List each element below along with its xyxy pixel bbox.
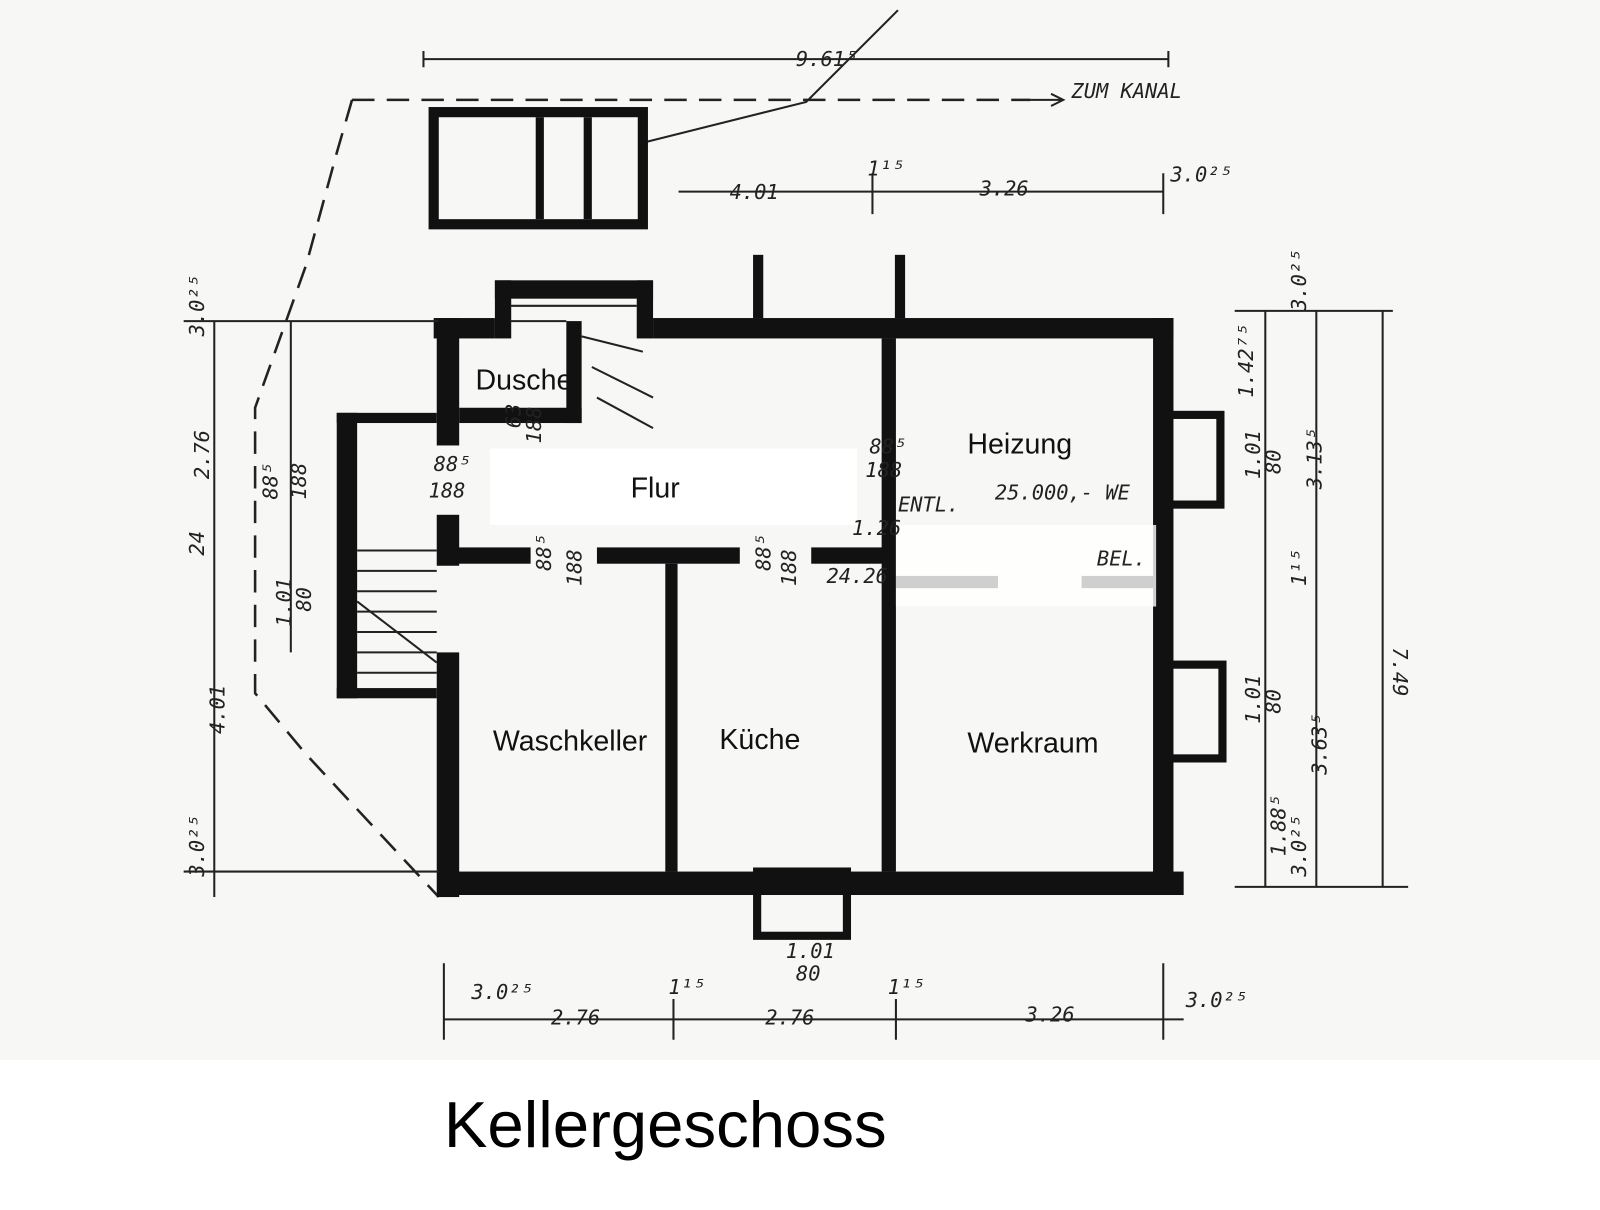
svg-text:188: 188 [429, 478, 466, 502]
svg-text:80: 80 [1262, 689, 1286, 714]
dim-top-1: 4.01 [730, 180, 779, 204]
svg-text:3.0²⁵: 3.0²⁵ [1287, 250, 1311, 312]
left-dims: 3.0²⁵ 2.76 24 4.01 3.0²⁵ 88⁵ 188 1.01 80 [185, 275, 316, 878]
svg-text:3.0²⁵: 3.0²⁵ [185, 815, 209, 877]
dimension-lines [183, 173, 1409, 1040]
svg-text:80: 80 [1262, 449, 1286, 474]
stairs [356, 304, 654, 674]
svg-text:1.88⁵: 1.88⁵ [1267, 795, 1291, 856]
room-heizung: Heizung [967, 429, 1072, 461]
svg-text:188: 188 [287, 463, 311, 500]
svg-text:1.01: 1.01 [786, 939, 835, 963]
svg-text:88⁵: 88⁵ [532, 534, 556, 571]
svg-text:1.26: 1.26 [852, 516, 901, 540]
svg-text:88⁵: 88⁵ [259, 463, 283, 500]
svg-text:188: 188 [563, 549, 587, 586]
svg-text:188: 188 [777, 549, 801, 586]
septic-tank [428, 107, 648, 230]
room-werkraum: Werkraum [967, 727, 1098, 759]
heating-capacity: 25.000,- WE [995, 481, 1131, 505]
svg-text:188: 188 [522, 407, 546, 444]
dim-top-3: 3.0²⁵ [1169, 162, 1231, 186]
svg-text:3.0²⁵: 3.0²⁵ [185, 275, 209, 337]
sewer-arrow [1030, 92, 1066, 107]
entl-label: ENTL. [898, 493, 959, 517]
door-dims: 88⁵ 188 88⁵ 188 88⁵ 188 88⁵ 188 63 188 2… [429, 404, 907, 588]
dim-top-2: 3.26 [979, 177, 1029, 201]
svg-text:3.13⁵: 3.13⁵ [1302, 428, 1326, 490]
svg-text:1¹⁵: 1¹⁵ [1287, 549, 1311, 586]
svg-text:88⁵: 88⁵ [434, 452, 471, 476]
svg-text:1.01: 1.01 [272, 578, 296, 627]
svg-text:3.0²⁵: 3.0²⁵ [1185, 988, 1247, 1012]
drain-branch [642, 9, 899, 144]
svg-text:7.49: 7.49 [1388, 647, 1412, 696]
dim-top-4: 1¹⁵ [867, 156, 904, 180]
svg-text:2.76: 2.76 [765, 1005, 814, 1029]
zum-kanal-label: ZUM KANAL [1070, 79, 1181, 103]
paper-background [0, 0, 1600, 1060]
svg-text:24.26: 24.26 [827, 564, 888, 588]
bottom-dims: 3.0²⁵ 2.76 1¹⁵ 2.76 1¹⁵ 3.26 3.0²⁵ 1.01 … [470, 939, 1247, 1029]
room-waschkeller: Waschkeller [493, 725, 648, 757]
svg-text:3.26: 3.26 [1025, 1002, 1075, 1026]
svg-text:1¹⁵: 1¹⁵ [668, 975, 705, 999]
drain-line [253, 99, 440, 898]
room-dusche: Dusche [476, 364, 573, 396]
room-kueche: Küche [719, 724, 800, 756]
plan-title: Kellergeschoss [444, 1088, 887, 1161]
svg-text:1.42⁷⁵: 1.42⁷⁵ [1234, 324, 1258, 398]
svg-text:1.01: 1.01 [1241, 430, 1265, 479]
walls [336, 254, 1227, 940]
total-width-label: 9.61⁵ [796, 47, 857, 71]
svg-text:4.01: 4.01 [205, 685, 229, 734]
svg-text:2.76: 2.76 [551, 1005, 600, 1029]
svg-text:3.0²⁵: 3.0²⁵ [470, 980, 532, 1004]
svg-text:88⁵: 88⁵ [751, 534, 775, 571]
flur-label-patch [489, 448, 858, 525]
svg-text:3.0²⁵: 3.0²⁵ [1287, 815, 1311, 877]
svg-text:1¹⁵: 1¹⁵ [888, 975, 925, 999]
svg-text:63: 63 [501, 404, 525, 429]
right-dims: 3.0²⁵ 1.42⁷⁵ 1.01 80 3.13⁵ 1¹⁵ 1.01 80 3… [1234, 250, 1412, 878]
dim-line-top [422, 50, 1170, 68]
svg-text:3.63⁵: 3.63⁵ [1308, 713, 1332, 775]
svg-text:88⁵: 88⁵ [869, 435, 906, 459]
svg-text:24: 24 [185, 531, 209, 556]
room-flur: Flur [631, 472, 681, 504]
caption-background [0, 1060, 1600, 1210]
svg-text:80: 80 [796, 962, 821, 986]
svg-text:80: 80 [292, 587, 316, 612]
svg-text:2.76: 2.76 [190, 430, 214, 479]
svg-text:188: 188 [865, 458, 902, 482]
svg-text:1.01: 1.01 [1241, 675, 1265, 724]
bel-label: BEL. [1097, 547, 1146, 571]
